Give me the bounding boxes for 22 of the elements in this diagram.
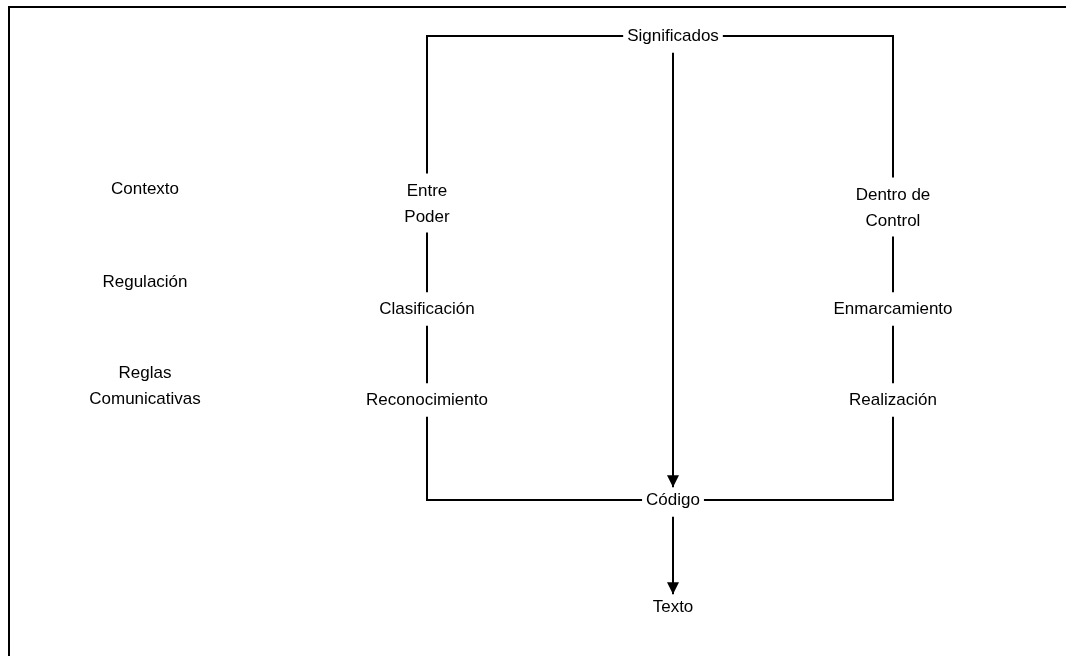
node-label: Significados <box>627 23 719 49</box>
connector-line <box>892 235 894 294</box>
connector-line <box>426 35 625 175</box>
connector-line <box>426 415 644 501</box>
node-label: Realización <box>849 387 937 413</box>
connector-line <box>892 324 894 385</box>
connector-line <box>721 35 894 179</box>
arrow <box>667 515 679 596</box>
arrow <box>667 51 679 489</box>
connector-line <box>426 231 428 294</box>
node-label: Clasificación <box>379 296 475 322</box>
node-label: Código <box>646 487 700 513</box>
row-label: Reglas Comunicativas <box>88 361 202 409</box>
row-label: Regulación <box>102 271 188 294</box>
node-label: Entre Poder <box>397 177 457 229</box>
row-label: Contexto <box>111 178 179 201</box>
connector-line <box>426 324 428 385</box>
node-label: Reconocimiento <box>366 387 488 413</box>
node-label: Dentro de Control <box>838 181 948 233</box>
node-label: Texto <box>652 594 694 620</box>
node-label: Enmarcamiento <box>833 296 953 322</box>
connector-line <box>702 415 894 501</box>
